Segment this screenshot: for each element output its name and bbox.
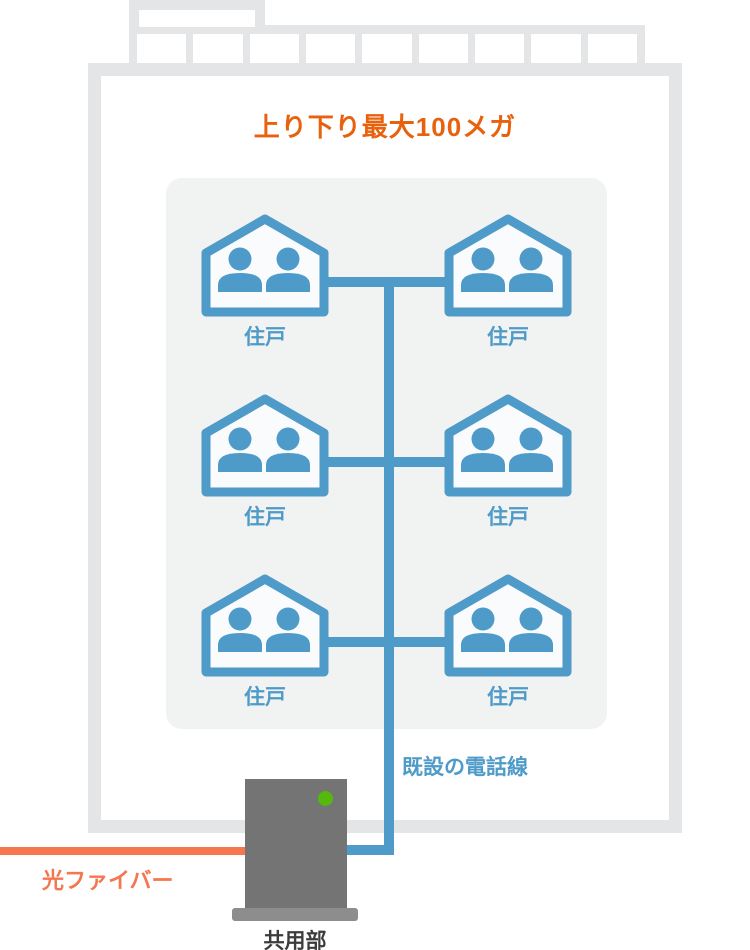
unit-label: 住戸	[244, 686, 286, 709]
railing-window	[193, 34, 243, 63]
house-icon	[200, 213, 330, 318]
railing-window	[249, 34, 299, 63]
unit-label: 住戸	[244, 506, 286, 529]
phone-line-label: 既設の電話線	[402, 756, 528, 779]
fiber-label: 光ファイバー	[42, 868, 174, 893]
unit-label: 住戸	[487, 686, 529, 709]
house-icon	[443, 573, 573, 678]
house-icon	[200, 393, 330, 498]
speed-title: 上り下り最大100メガ	[253, 112, 517, 142]
phone-trunk-line	[384, 277, 394, 855]
house-icon	[200, 573, 330, 678]
unit-label: 住戸	[487, 506, 529, 529]
railing-window	[531, 34, 581, 63]
railing-window	[362, 34, 412, 63]
railing-window	[587, 34, 637, 63]
railing-window	[474, 34, 525, 63]
common-area-label: 共用部	[263, 930, 327, 950]
led-indicator	[318, 791, 333, 806]
house-icon	[443, 213, 573, 318]
device-base	[232, 908, 358, 921]
ont-device	[245, 779, 347, 908]
railing-window	[305, 34, 356, 63]
unit-label: 住戸	[244, 326, 286, 349]
phone-line-elbow	[347, 845, 392, 855]
rooftop-railing	[129, 25, 645, 63]
railing-window	[418, 34, 468, 63]
fiber-line	[0, 847, 245, 855]
rooftop-structure	[129, 0, 265, 34]
house-icon	[443, 393, 573, 498]
railing-window	[137, 34, 187, 63]
unit-label: 住戸	[487, 326, 529, 349]
penthouse-window	[139, 10, 255, 27]
